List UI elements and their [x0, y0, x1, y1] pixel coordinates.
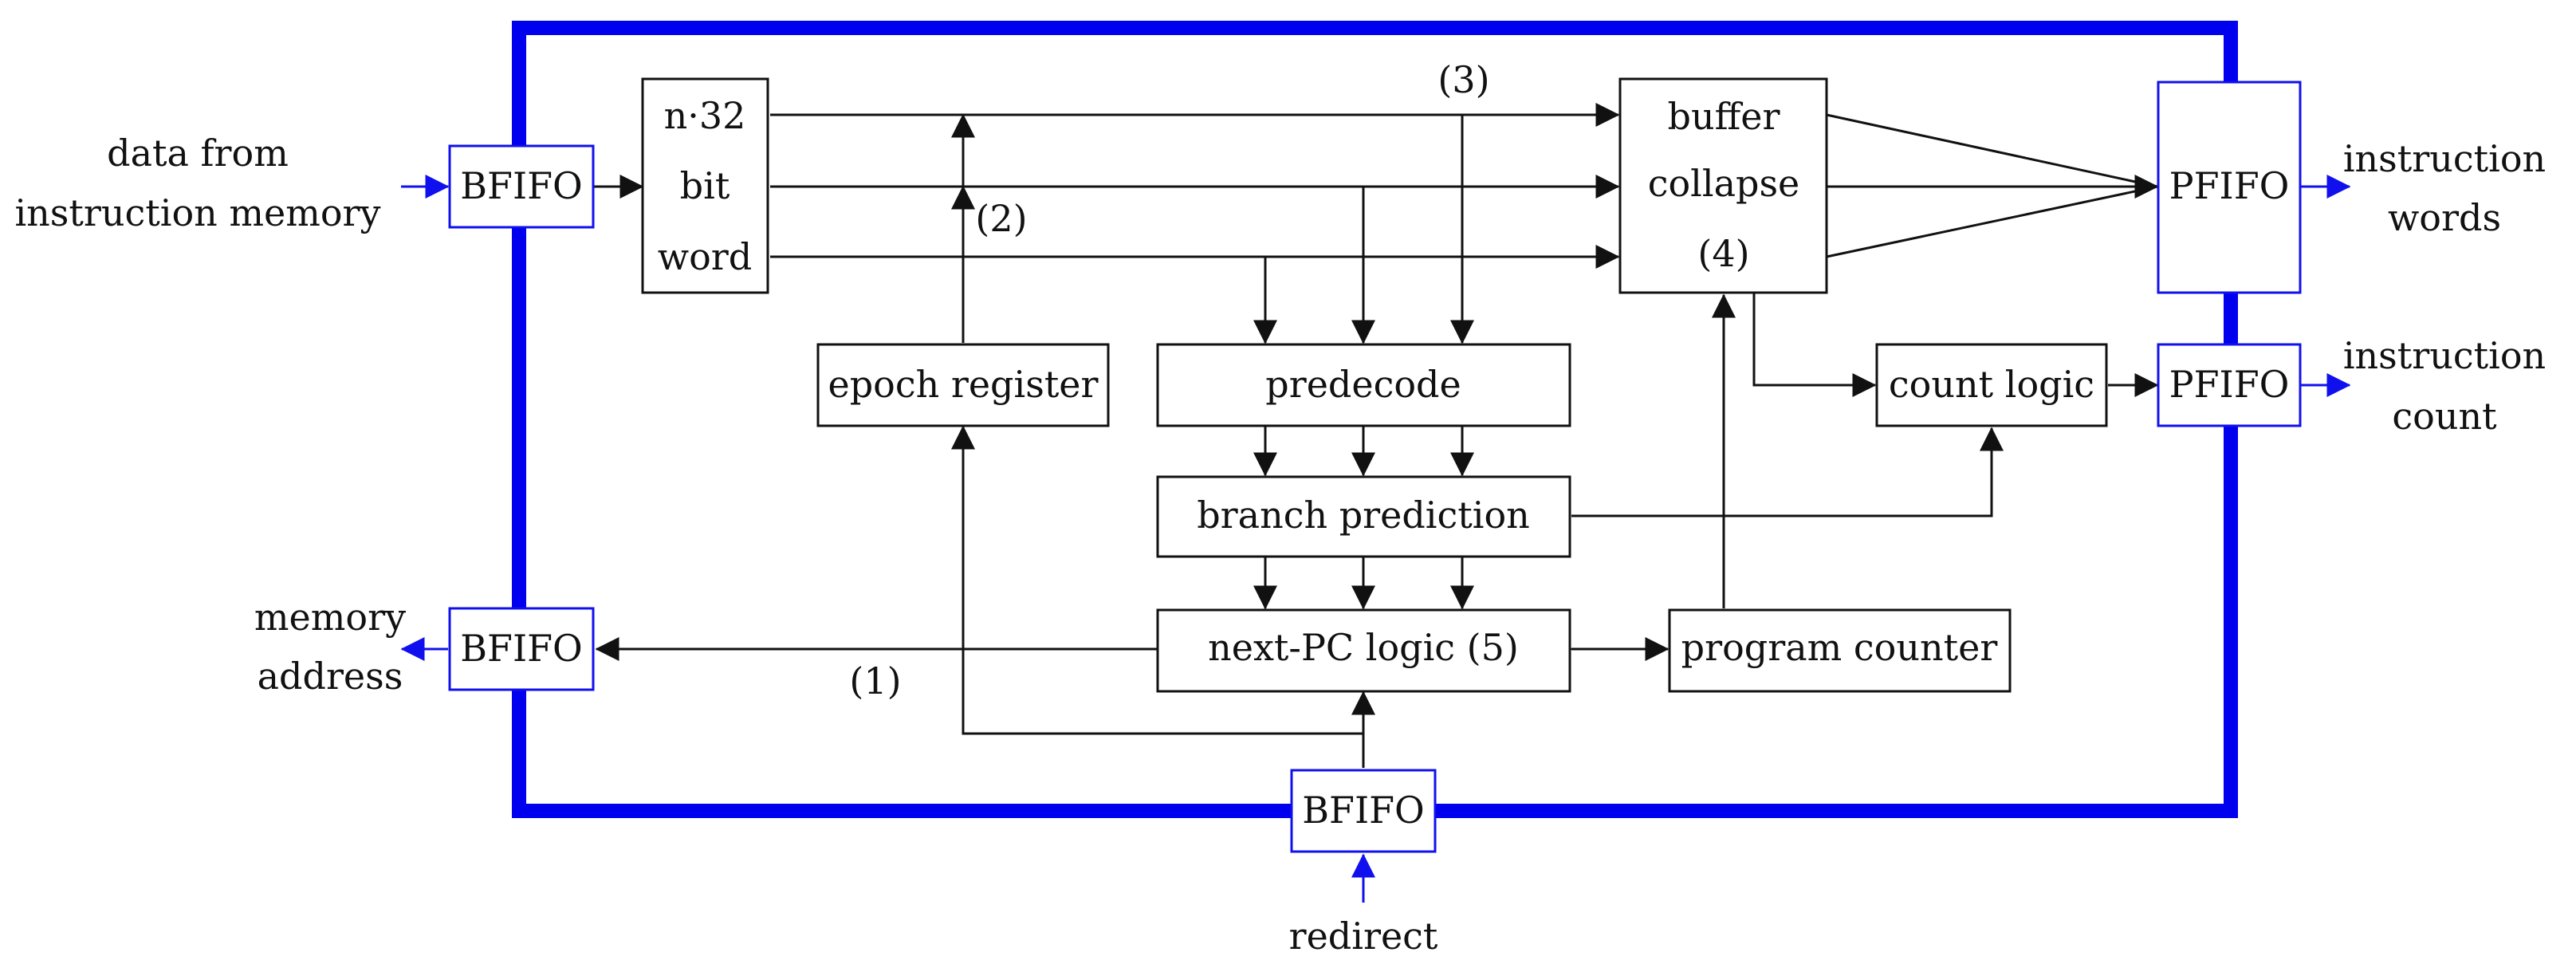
words-label-line-1: instruction [2343, 137, 2546, 180]
buffer-collapse-line-3: (4) [1697, 232, 1749, 275]
input-bfifo-label: BFIFO [460, 164, 583, 207]
address-bfifo-label: BFIFO [460, 627, 583, 670]
word-register-line-3: word [658, 235, 753, 278]
count-logic-label: count logic [1889, 363, 2094, 406]
count-label-line-2: count [2392, 395, 2497, 438]
predecode: predecode [1156, 343, 1571, 427]
annotation-1: (1) [849, 659, 901, 702]
address-label-line-2: address [258, 655, 403, 698]
words-label-line-2: words [2388, 196, 2501, 239]
wire-redirect-to-epoch [951, 425, 1363, 735]
next-pc-logic-label: next-PC logic (5) [1208, 626, 1519, 669]
interface-wires [400, 175, 2351, 903]
input-bfifo: BFIFO [448, 144, 595, 229]
count-logic: count logic [1875, 343, 2108, 427]
program-counter-label: program counter [1681, 626, 1998, 669]
wires [594, 103, 2159, 768]
wire-collapse-out-1 [1826, 113, 2158, 188]
word-register-line-2: bit [680, 164, 730, 207]
buffer-collapse-line-1: buffer [1668, 95, 1780, 138]
program-counter: program counter [1668, 608, 2012, 693]
word-register: n·32 bit word [641, 77, 769, 294]
wire-collapse-to-count [1752, 293, 1877, 397]
epoch-register-label: epoch register [828, 363, 1098, 406]
words-pfifo-label: PFIFO [2169, 164, 2290, 207]
address-label-line-1: memory [254, 596, 406, 639]
count-label-line-1: instruction [2343, 334, 2546, 377]
wire-collapse-out-3 [1826, 185, 2158, 258]
buffer-collapse-line-2: collapse [1648, 162, 1800, 205]
input-label-line-1: data from [107, 132, 289, 175]
annotation-3: (3) [1437, 58, 1489, 101]
count-pfifo-label: PFIFO [2169, 363, 2290, 406]
annotation-2: (2) [975, 197, 1027, 240]
redirect-label: redirect [1289, 915, 1438, 958]
redirect-bfifo: BFIFO [1290, 769, 1437, 853]
redirect-bfifo-label: BFIFO [1302, 789, 1425, 832]
address-bfifo: BFIFO [448, 607, 595, 691]
input-label-line-2: instruction memory [14, 191, 380, 234]
words-pfifo: PFIFO [2157, 81, 2302, 294]
epoch-register: epoch register [816, 343, 1110, 427]
word-register-line-1: n·32 [664, 94, 746, 137]
count-pfifo: PFIFO [2157, 343, 2302, 427]
wire-bp-to-count [1571, 427, 2004, 517]
predecode-label: predecode [1265, 363, 1461, 406]
branch-prediction: branch prediction [1156, 475, 1571, 558]
buffer-collapse: buffer collapse (4) [1618, 77, 1828, 294]
branch-prediction-label: branch prediction [1197, 494, 1530, 537]
next-pc-logic: next-PC logic (5) [1156, 608, 1571, 693]
